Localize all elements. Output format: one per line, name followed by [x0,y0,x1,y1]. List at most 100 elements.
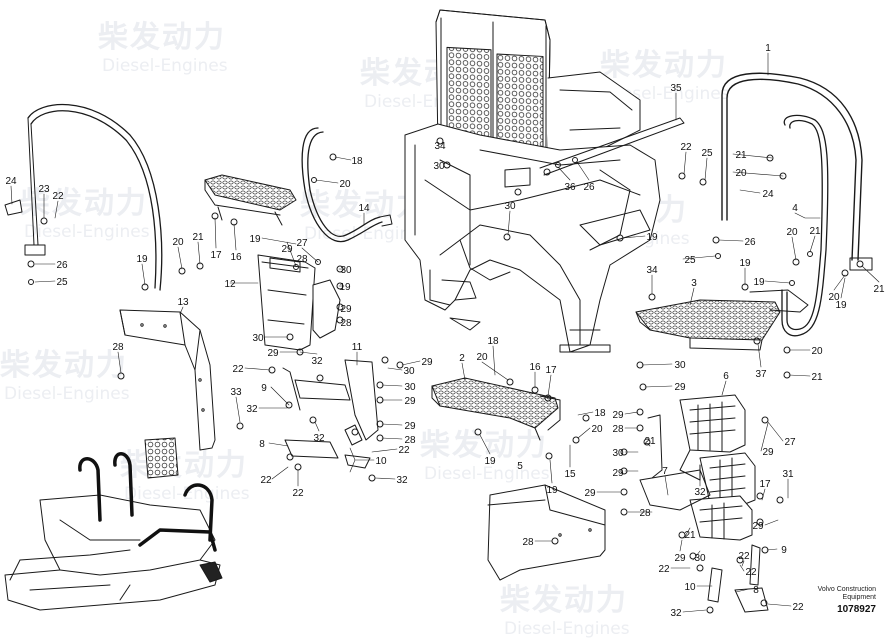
handrail-right [721,72,873,337]
callout-label: 21 [644,436,656,447]
guard-panel-5 [487,484,606,581]
callout-label: 29 [612,468,624,479]
callout-label: 29 [281,244,293,255]
callout-label: 34 [434,141,446,152]
callout-label: 32 [313,433,325,444]
callout-label: 13 [177,297,189,308]
callout-label: 22 [398,445,410,456]
bracket-8 [284,424,371,469]
callout-label: 18 [351,156,363,167]
callout-label: 17 [545,365,557,376]
callout-label: 22 [292,488,304,499]
callout-label: 20 [339,179,351,190]
callout-label: 18 [594,408,606,419]
callout-label: 29 [752,521,764,532]
callout-label: 22 [232,364,244,375]
callout-label: 29 [421,357,433,368]
callout-label: 11 [352,342,363,353]
drawing-number: 1078927 [837,604,876,615]
callout-label: 20 [811,346,823,357]
callout-label: 32 [311,356,323,367]
callout-label: 21 [809,226,821,237]
callout-label: 5 [517,461,523,472]
step-3 [635,289,809,351]
leader-lines [10,52,880,613]
callout-label: 29 [404,421,416,432]
fasteners [27,137,864,614]
callout-label: 32 [396,475,408,486]
callout-label: 19 [739,258,751,269]
callout-label: 20 [591,424,603,435]
callout-label: 7 [662,466,668,477]
callout-label: 33 [230,387,242,398]
ladder-step-12 [257,254,341,351]
callout-label: 4 [792,203,798,214]
handrail-left [4,103,163,291]
callout-label: 9 [781,545,787,556]
callout-label: 28 [112,342,124,353]
callout-label: 29 [404,396,416,407]
callout-label: 28 [340,318,352,329]
callout-label: 22 [52,191,64,202]
pipe-14 [301,127,393,243]
callout-label: 23 [38,184,50,195]
callout-label: 24 [5,176,17,187]
callout-label: 8 [259,439,265,450]
callout-label: 30 [433,161,445,172]
callout-label: 10 [375,456,387,467]
bracket-11 [282,359,379,441]
callout-label: 22 [745,567,757,578]
callout-label: 32 [694,487,706,498]
callout-label: 36 [564,182,576,193]
credit-line-2: Equipment [842,594,876,601]
guard-panel-13 [119,309,216,451]
callout-label: 25 [684,255,696,266]
callout-label: 16 [529,362,541,373]
callout-label: 17 [210,250,222,261]
callout-label: 15 [564,469,576,480]
callout-label: 29 [762,447,774,458]
callout-label: 22 [658,564,670,575]
callout-label: 28 [612,424,624,435]
callout-label: 1 [765,43,771,54]
cab-frame-assembly [404,9,685,353]
callout-label: 29 [612,410,624,421]
callout-label: 29 [674,382,686,393]
callout-label: 22 [792,602,804,613]
callout-label: 31 [782,469,794,480]
callout-label: 20 [172,237,184,248]
callout-label: 19 [249,234,261,245]
bottom-brackets [707,544,769,613]
callout-label: 21 [873,284,885,295]
callout-label: 29 [584,488,596,499]
callout-label: 19 [835,300,847,311]
callout-label: 30 [504,201,516,212]
callout-label: 20 [476,352,488,363]
callout-label: 20 [735,168,747,179]
callout-label: 21 [192,232,204,243]
callout-label: 17 [759,479,771,490]
callout-label: 30 [612,448,624,459]
callout-label: 20 [828,292,840,303]
callout-label: 8 [753,585,759,596]
callout-label: 28 [296,254,308,265]
machine-thumbnail [4,437,223,611]
callout-label: 25 [56,277,68,288]
callout-label: 30 [340,265,352,276]
small-upper-step [204,174,297,226]
callout-label: 22 [738,551,750,562]
callout-label: 29 [267,348,279,359]
callout-label: 20 [786,227,798,238]
callout-label: 3 [691,278,697,289]
callout-label: 22 [680,142,692,153]
callout-label: 26 [56,260,68,271]
callout-label: 19 [753,277,765,288]
callout-label: 30 [674,360,686,371]
callout-label: 14 [358,203,370,214]
callout-label: 16 [230,252,242,263]
credit-line-1: Volvo Construction [817,586,876,593]
callout-label: 34 [646,265,658,276]
